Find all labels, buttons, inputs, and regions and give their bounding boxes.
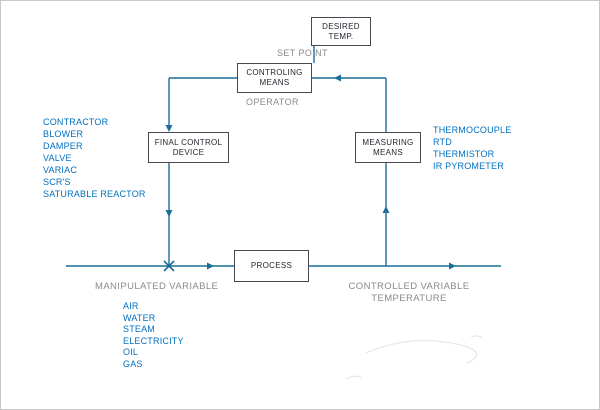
set-point-label: SET POINT [277,48,328,58]
arrow-down-icon [165,125,173,132]
final-control-device-box: FINAL CONTROL DEVICE [148,132,229,163]
list-item: THERMOCOUPLE [433,125,512,135]
desired-temp-line2: TEMP. [328,31,354,41]
controlling-means-line2: MEANS [259,78,290,87]
measuring-means-line1: MEASURING [362,137,414,147]
list-item: CONTRACTOR [43,117,109,127]
manipulated-examples-list: AIR WATER STEAM ELECTRICITY OIL GAS [123,301,184,370]
arrow-up-icon [382,206,390,213]
list-item: SCR'S [43,177,71,187]
arrow-right-icon [449,262,456,270]
list-item: AIR [123,301,139,311]
manipulated-variable-label: MANIPULATED VARIABLE [95,281,219,292]
list-item: THERMISTOR [433,149,495,159]
arrow-right-icon [207,262,214,270]
controlled-variable-sub-label: TEMPERATURE [371,293,447,304]
process-label: PROCESS [250,261,293,270]
controlling-means-box: CONTROLING MEANS [237,63,312,93]
measuring-means-line2: MEANS [373,147,403,157]
final-control-examples-list: CONTRACTOR BLOWER DAMPER VALVE VARIAC SC… [43,116,146,200]
valve-cross-icon [163,260,175,272]
list-item: STEAM [123,324,156,334]
list-item: BLOWER [43,129,84,139]
list-item: DAMPER [43,141,83,151]
list-item: WATER [123,312,156,323]
arrow-down-icon [165,210,173,217]
final-control-line1: FINAL CONTROL [154,137,223,147]
list-item: GAS [123,358,143,369]
smudge-marks [345,335,484,380]
controlling-means-line1: CONTROLING [246,68,303,77]
list-item: VALVE [43,153,72,163]
list-item: RTD [433,137,452,147]
measuring-examples-list: THERMOCOUPLE RTD THERMISTOR IR PYROMETER [433,124,511,172]
operator-label: OPERATOR [246,97,299,107]
list-item: VARIAC [43,165,78,175]
list-item: IR PYROMETER [433,161,504,171]
controlled-variable-label: CONTROLLED VARIABLE [348,281,470,292]
list-item: OIL [123,347,139,357]
measuring-means-box: MEASURING MEANS [355,132,421,163]
process-box: PROCESS [234,250,309,282]
desired-temp-line1: DESIRED [322,21,360,31]
arrow-left-icon [334,74,341,82]
final-control-line2: DEVICE [172,147,205,157]
desired-temp-box: DESIRED TEMP. [311,17,371,46]
list-item: SATURABLE REACTOR [43,189,146,199]
list-item: ELECTRICITY [123,335,184,346]
